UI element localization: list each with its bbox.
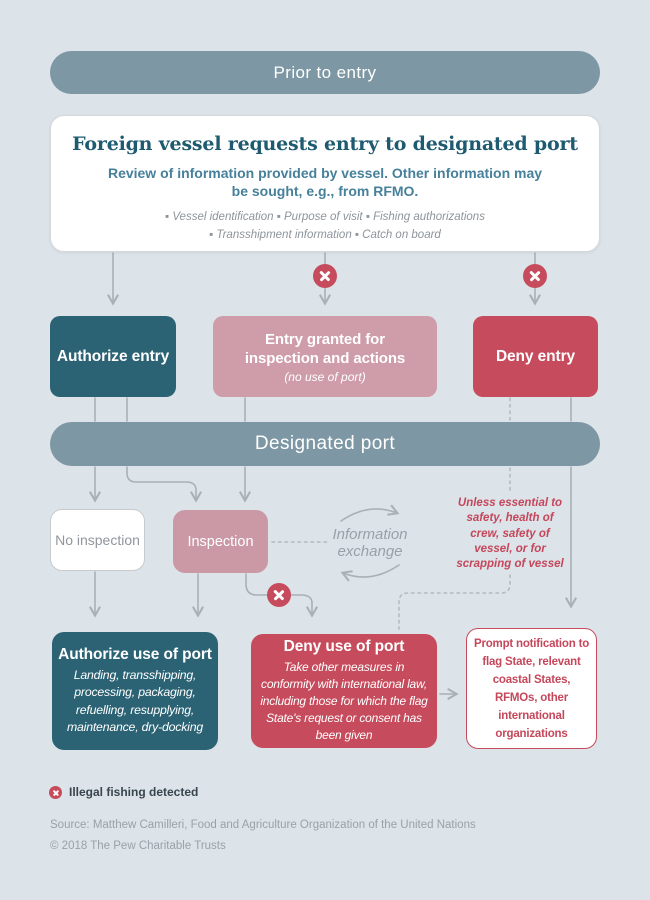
no-inspection-label: No inspection [55, 532, 140, 548]
phase-pill-prior-to-entry: Prior to entry [50, 51, 600, 94]
information-exchange-label: Information exchange [332, 526, 408, 560]
illegal-fishing-icon [49, 786, 62, 799]
authorize-use-body: Landing, transshipping, processing, pack… [66, 667, 203, 735]
deny-use-body: Take other measures in conformity with i… [260, 660, 428, 742]
phase-pill-designated-port: Designated port [50, 422, 600, 466]
request-bullets-line2: ▪ Transshipment information ▪ Catch on b… [209, 229, 441, 241]
inspection-box: Inspection [173, 510, 268, 573]
prompt-notification-text: Prompt notification to flag State, relev… [473, 637, 590, 740]
legend-label: Illegal fishing detected [69, 785, 199, 799]
copyright-text: © 2018 The Pew Charitable Trusts [50, 840, 226, 852]
illegal-fishing-icon [523, 264, 547, 288]
request-box: Foreign vessel requests entry to designa… [50, 115, 600, 252]
no-inspection-box: No inspection [50, 509, 145, 571]
deny-exception-note: Unless essential to safety, health of cr… [456, 497, 564, 571]
deny-use-box: Deny use of port Take other measures in … [251, 634, 437, 748]
entry-granted-label: Entry granted for inspection and actions [244, 330, 406, 367]
authorize-use-box: Authorize use of port Landing, transship… [52, 632, 218, 750]
illegal-fishing-icon [267, 583, 291, 607]
illegal-fishing-icon [313, 264, 337, 288]
inspection-label: Inspection [187, 533, 254, 550]
authorize-use-title: Authorize use of port [58, 645, 212, 663]
authorize-entry-box: Authorize entry [50, 316, 176, 397]
request-subtitle: Review of information provided by vessel… [107, 165, 543, 199]
entry-granted-note: (no use of port) [284, 369, 366, 384]
prompt-notification-box: Prompt notification to flag State, relev… [466, 628, 597, 749]
request-title: Foreign vessel requests entry to designa… [72, 133, 578, 155]
authorize-entry-label: Authorize entry [56, 348, 170, 365]
phase-pill-prior-label: Prior to entry [273, 62, 377, 82]
deny-entry-label: Deny entry [495, 348, 576, 365]
entry-granted-box: Entry granted for inspection and actions… [213, 316, 437, 397]
deny-entry-box: Deny entry [473, 316, 598, 397]
deny-use-title: Deny use of port [283, 638, 405, 655]
source-text: Source: Matthew Camilleri, Food and Agri… [50, 819, 476, 831]
request-bullets-line1: ▪ Vessel identification ▪ Purpose of vis… [165, 211, 485, 223]
phase-pill-port-label: Designated port [254, 433, 396, 454]
